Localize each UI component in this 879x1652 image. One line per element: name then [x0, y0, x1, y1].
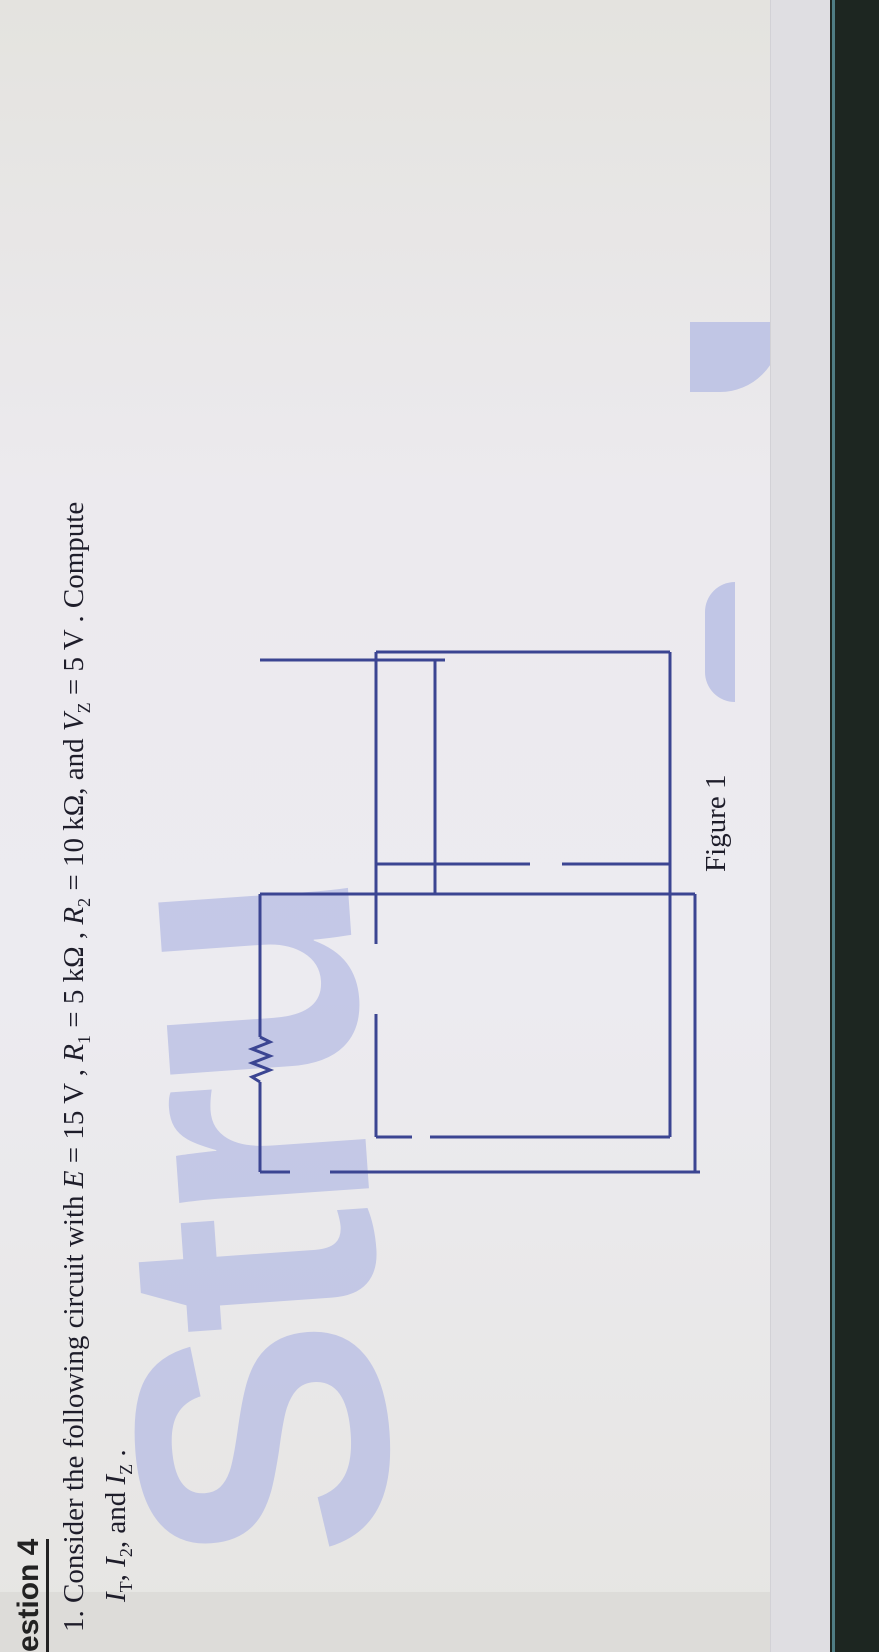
- circuit-schematic: [374, 650, 672, 1139]
- circuit-diagram: [247, 658, 700, 1174]
- bezel-highlight: [832, 0, 835, 1652]
- figure-caption: Figure 1: [700, 774, 732, 872]
- taskbar: [770, 0, 831, 1652]
- monitor-bezel: [830, 0, 879, 1652]
- document-viewer: Stru estion 4 1. Consider the following …: [0, 0, 780, 1652]
- resistor-r1: [247, 1035, 275, 1084]
